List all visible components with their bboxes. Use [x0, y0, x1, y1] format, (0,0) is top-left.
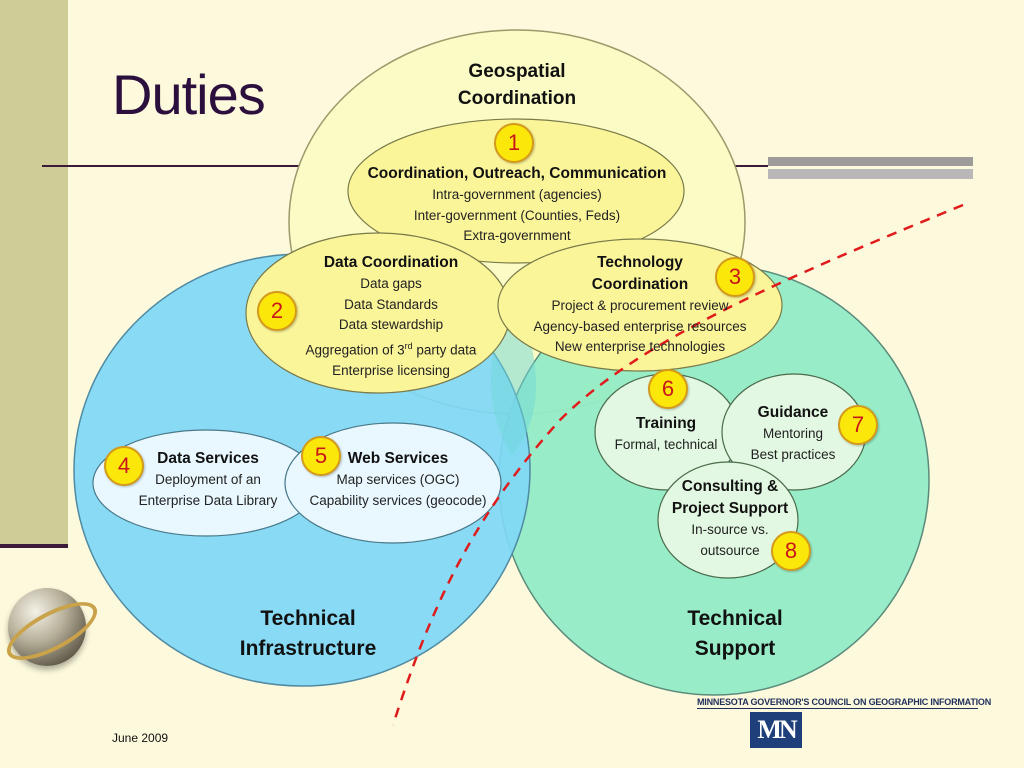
consulting-line: In-source vs.	[691, 522, 769, 537]
guidance-label: Guidance Mentoring Best practices	[736, 402, 850, 465]
consulting-line: outsource	[700, 542, 760, 558]
logo-org-name: MINNESOTA GOVERNOR'S COUNCIL ON GEOGRAPH…	[697, 697, 992, 707]
left-band-rule	[0, 544, 68, 548]
data-services-heading: Data Services	[157, 450, 259, 467]
consulting-label: Consulting & Project Support In-source v…	[664, 476, 796, 561]
training-label: Training Formal, technical	[606, 413, 726, 456]
data-coordination-heading: Data Coordination	[323, 254, 459, 271]
tech-coordination-label: Technology Coordination Project & procur…	[510, 252, 770, 358]
ellipse-coordination	[347, 118, 685, 264]
badge-5: 5	[301, 436, 341, 476]
badge-4: 4	[104, 446, 144, 486]
infra-title: Technical Infrastructure	[210, 604, 406, 664]
superscript-rd: rd	[404, 340, 413, 351]
geo-title: Geospatial Coordination	[430, 58, 604, 112]
coordination-line: Inter-government (Counties, Feds)	[413, 207, 621, 223]
geo-title-line2: Coordination	[457, 88, 577, 109]
aggregation-suffix: party data	[412, 342, 477, 357]
tech-coordination-heading: Technology	[597, 254, 683, 271]
tech-coordination-line: New enterprise technologies	[554, 339, 726, 354]
ellipse-consulting	[657, 461, 799, 579]
coordination-label: Coordination, Outreach, Communication In…	[352, 163, 682, 247]
guidance-line: Best practices	[750, 446, 836, 462]
web-services-line: Capability services (geocode)	[309, 492, 487, 508]
data-coordination-line: Data Standards	[344, 296, 438, 312]
badge-8: 8	[771, 531, 811, 571]
tech-coordination-line: Agency-based enterprise resources	[533, 318, 747, 334]
badge-2: 2	[257, 291, 297, 331]
coordination-line: Intra-government (agencies)	[432, 187, 602, 202]
logo-rule	[697, 708, 978, 709]
web-services-heading: Web Services	[347, 450, 449, 467]
data-services-label: Data Services Deployment of an Enterpris…	[126, 448, 290, 511]
data-coordination-line: Data gaps	[360, 276, 422, 291]
data-services-line: Deployment of an	[155, 472, 261, 487]
mn-logo-icon: MN	[750, 712, 802, 748]
support-title: Technical Support	[650, 604, 820, 664]
badge-3: 3	[715, 257, 755, 297]
tech-coordination-heading: Coordination	[591, 276, 689, 293]
training-line: Formal, technical	[614, 437, 718, 452]
support-title-line1: Technical	[687, 607, 783, 630]
data-coordination-line: Aggregation of 3rd party data	[280, 336, 502, 361]
training-heading: Training	[635, 415, 697, 432]
ellipse-tech-coordination	[497, 238, 783, 372]
footer-date: June 2009	[112, 731, 169, 745]
dashed-divider	[391, 203, 964, 726]
geo-title-line1: Geospatial	[468, 61, 566, 82]
infra-title-line1: Technical	[260, 607, 356, 630]
guidance-line: Mentoring	[762, 426, 824, 441]
data-coordination-line: Enterprise licensing	[332, 362, 450, 378]
infra-title-line2: Infrastructure	[239, 637, 377, 660]
data-coordination-label: Data Coordination Data gaps Data Standar…	[280, 252, 502, 381]
coordination-line: Extra-government	[463, 228, 571, 243]
support-title-line2: Support	[694, 637, 776, 660]
data-services-line: Enterprise Data Library	[138, 492, 278, 508]
consulting-heading: Consulting &	[681, 478, 779, 495]
slide-title: Duties	[112, 63, 266, 126]
web-services-line: Map services (OGC)	[336, 472, 460, 487]
badge-6: 6	[648, 369, 688, 409]
badge-1: 1	[494, 123, 534, 163]
web-services-label: Web Services Map services (OGC) Capabili…	[300, 448, 496, 511]
tech-coordination-line: Project & procurement review	[551, 298, 729, 313]
title-rule-left	[42, 165, 342, 167]
guidance-heading: Guidance	[757, 404, 829, 421]
title-rule-bar	[768, 157, 973, 179]
globe-icon	[8, 588, 86, 666]
left-decor-band	[0, 0, 68, 548]
aggregation-text: Aggregation of 3	[305, 342, 405, 357]
badge-7: 7	[838, 405, 878, 445]
data-coordination-line: Data stewardship	[338, 317, 444, 332]
coordination-heading: Coordination, Outreach, Communication	[367, 165, 667, 182]
consulting-heading: Project Support	[671, 500, 789, 517]
